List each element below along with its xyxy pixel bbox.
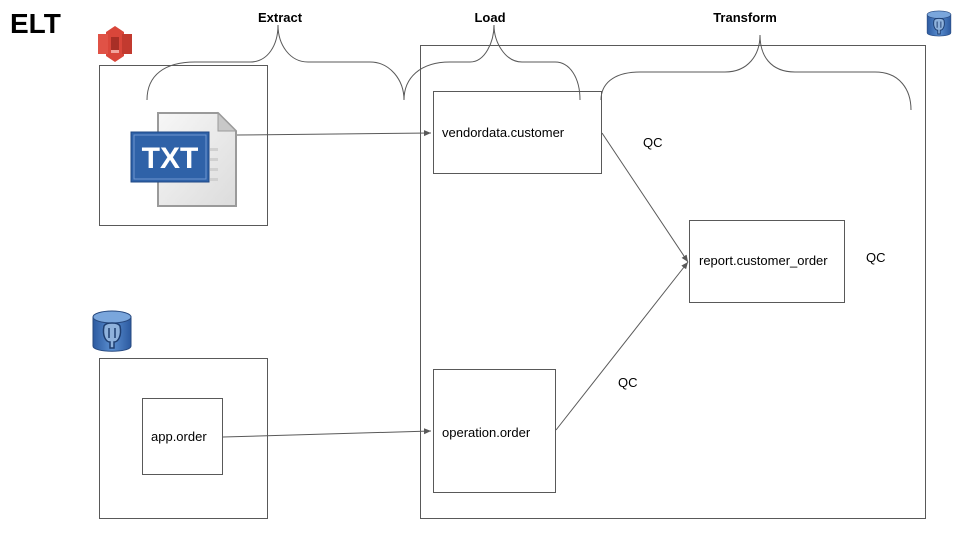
postgres-source-container [99,358,268,519]
edge-app-order-to-operation-order [222,428,432,438]
edge-txt-to-vendordata [236,130,432,137]
txt-file-icon: TXT [130,111,238,207]
node-vendordata-customer[interactable]: vendordata.customer [433,91,602,174]
aws-s3-icon [98,26,132,62]
node-report-customer-order-label: report.customer_order [699,253,828,268]
qc-label-customer: QC [643,135,663,150]
qc-label-report: QC [866,250,886,265]
warehouse-container [420,45,926,519]
edge-operation-order-to-report [555,261,689,431]
node-operation-order-label: operation.order [442,425,531,440]
txt-icon-label: TXT [142,142,199,175]
node-app-order[interactable]: app.order [142,398,223,475]
node-operation-order[interactable]: operation.order [433,369,556,493]
phase-label-extract: Extract [257,10,303,25]
node-report-customer-order[interactable]: report.customer_order [689,220,845,303]
brace-load [403,24,581,101]
node-app-order-label: app.order [151,429,207,444]
s3-source-container [99,65,268,226]
phase-label-transform: Transform [713,10,777,25]
phase-label-load: Load [474,10,506,25]
diagram-title: ELT [10,8,61,39]
qc-label-order: QC [618,375,638,390]
brace-extract [146,24,405,101]
node-vendordata-customer-label: vendordata.customer [442,125,565,140]
brace-transform [600,34,912,111]
edge-vendordata-to-report [601,132,689,263]
postgresql-warehouse-icon [926,10,952,37]
postgresql-source-icon [92,310,132,352]
